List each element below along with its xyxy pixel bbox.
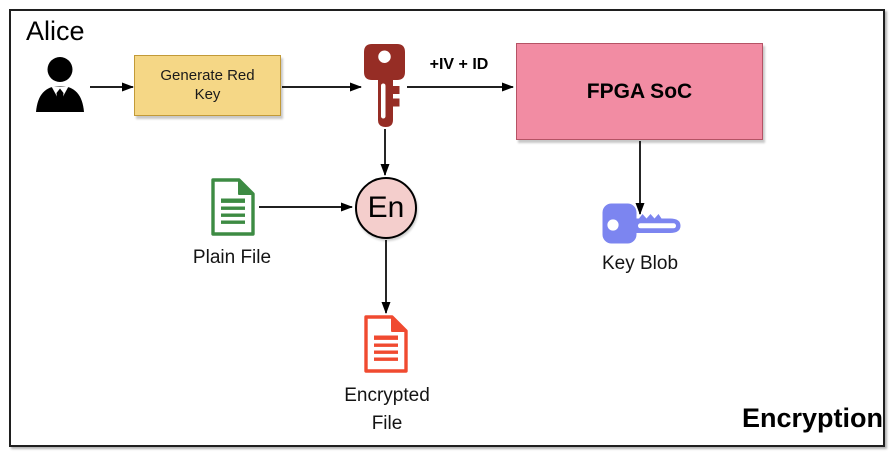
encrypted-file-label: Encrypted File	[344, 385, 430, 434]
node-en-label: En	[367, 191, 405, 224]
node-fpga-soc-label: FPGA SoC	[586, 79, 693, 103]
key-blob-label: Key Blob	[601, 253, 679, 274]
node-en-operation: En	[355, 177, 417, 239]
plain-file-icon	[210, 178, 256, 241]
edge-label-iv-id: +IV + ID	[429, 56, 489, 73]
diagram-frame	[9, 9, 885, 447]
actor-label-alice: Alice	[26, 16, 85, 46]
encrypted-file-icon	[363, 315, 409, 378]
node-fpga-soc: FPGA SoC	[516, 43, 763, 140]
key-blob-icon	[602, 202, 682, 251]
section-title-encryption: Encryption	[741, 403, 883, 433]
node-generate-red-key-label: Generate Red Key	[160, 66, 255, 103]
red-key-icon	[363, 44, 406, 133]
plain-file-label: Plain File	[192, 247, 272, 268]
person-icon	[33, 56, 87, 117]
node-generate-red-key: Generate Red Key	[134, 55, 281, 116]
